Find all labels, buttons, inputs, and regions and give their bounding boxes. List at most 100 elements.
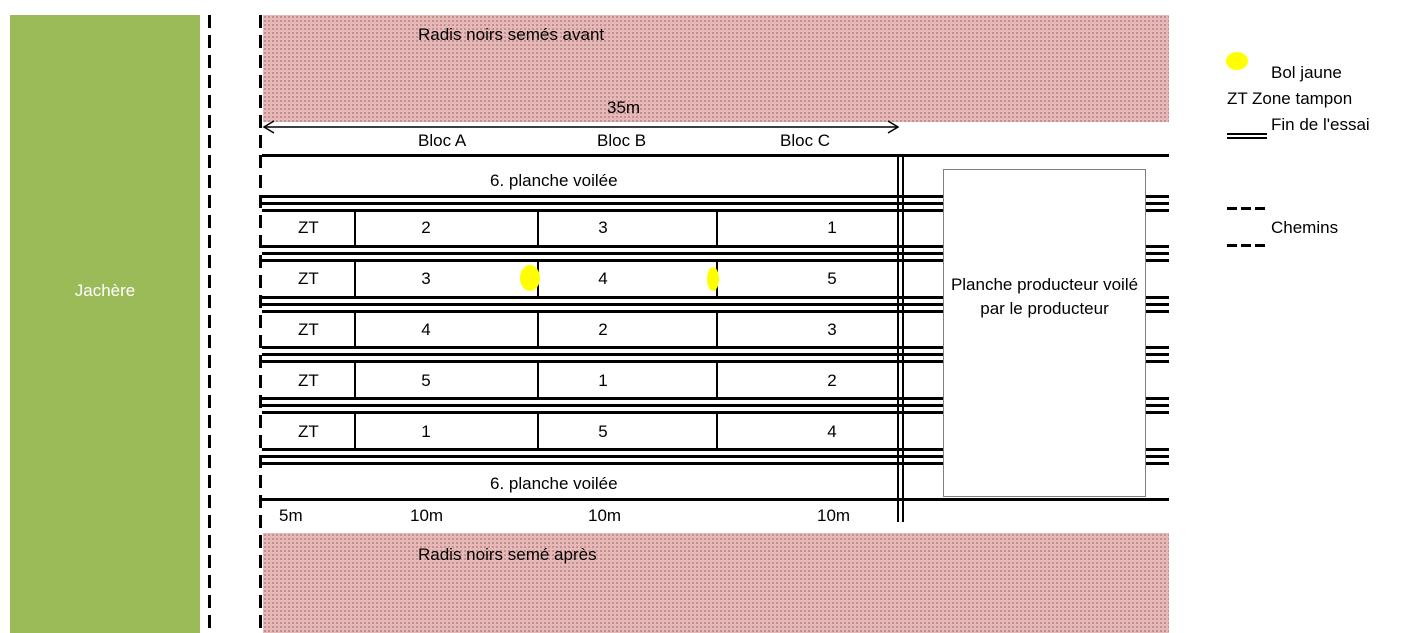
board-line-right — [903, 154, 1169, 157]
plot-treatment: 1 — [827, 218, 837, 237]
board-line — [262, 360, 902, 363]
cell-separator — [537, 360, 539, 397]
cell-separator — [354, 310, 356, 346]
board-line — [262, 404, 902, 407]
board-line — [262, 310, 902, 313]
board-line — [262, 397, 902, 400]
board-line-right — [1146, 245, 1169, 248]
board-line — [262, 209, 902, 212]
block-a-label: Bloc A — [418, 131, 467, 150]
plot-treatment: 2 — [827, 371, 837, 390]
cell-separator — [716, 209, 718, 245]
legend-zt-abbrev: ZT — [1227, 89, 1248, 108]
cell-separator — [537, 310, 539, 346]
plot-treatment: 2 — [421, 218, 431, 237]
legend-paths-swatch — [1227, 207, 1267, 210]
board-line-right — [1146, 252, 1169, 255]
board-line — [262, 259, 902, 262]
board-line-right — [1146, 303, 1169, 306]
cell-separator — [354, 360, 356, 397]
board-line-right — [1146, 209, 1169, 212]
board-line-right — [903, 346, 943, 349]
plot-treatment: 5 — [827, 269, 837, 288]
zt-label: ZT — [298, 218, 319, 237]
cell-separator — [716, 310, 718, 346]
board-line — [262, 245, 902, 248]
cell-separator — [537, 209, 539, 245]
board-line — [262, 296, 902, 299]
board-line-right — [1146, 360, 1169, 363]
covered-board-bottom-label: 6. planche voilée — [490, 474, 618, 493]
board-line-right — [1146, 346, 1169, 349]
board-line — [262, 462, 902, 465]
zt-label: ZT — [298, 422, 319, 441]
plot-treatment: 1 — [421, 422, 431, 441]
board-line-right — [1146, 259, 1169, 262]
cell-separator — [537, 411, 539, 448]
board-line-right — [1146, 397, 1169, 400]
radish-after-area — [263, 533, 1169, 633]
length-arrow — [262, 120, 900, 134]
board-line-right — [1146, 296, 1169, 299]
cell-separator — [354, 259, 356, 296]
cell-separator — [716, 360, 718, 397]
board-line-right — [903, 411, 943, 414]
path-line-right — [259, 15, 262, 633]
board-line — [262, 498, 902, 501]
board-line-right — [903, 245, 943, 248]
fallow-label: Jachère — [74, 281, 136, 300]
board-line-right — [903, 353, 943, 356]
cell-separator — [716, 411, 718, 448]
plot-treatment: 3 — [421, 269, 431, 288]
zt-label: ZT — [298, 320, 319, 339]
buffer-width-label: 5m — [279, 506, 303, 525]
board-line — [262, 411, 902, 414]
board-line-right — [903, 259, 943, 262]
block-b-width-label: 10m — [588, 506, 622, 525]
plot-treatment: 5 — [421, 371, 431, 390]
board-line — [262, 195, 902, 198]
board-line-right — [1146, 195, 1169, 198]
board-line-right — [903, 404, 943, 407]
plot-treatment: 4 — [421, 320, 431, 339]
board-line — [262, 252, 902, 255]
legend-bowl-label: Bol jaune — [1271, 63, 1342, 82]
board-line-right — [903, 202, 943, 205]
board-line-right — [903, 252, 943, 255]
plot-treatment: 4 — [598, 269, 608, 288]
board-line-right — [903, 310, 943, 313]
board-line-right — [903, 397, 943, 400]
legend-end-of-trial-label: Fin de l'essai — [1271, 115, 1370, 134]
plot-treatment: 3 — [598, 218, 608, 237]
zt-label: ZT — [298, 371, 319, 390]
board-line-right — [1146, 462, 1169, 465]
total-length-label: 35m — [607, 98, 641, 117]
board-line-right — [1146, 411, 1169, 414]
covered-board-top-label: 6. planche voilée — [490, 171, 618, 190]
board-line — [262, 455, 902, 458]
plot-treatment: 2 — [598, 320, 608, 339]
radish-before-area — [263, 15, 1169, 122]
producer-board-label: Planche producteur voilé par le producte… — [950, 275, 1139, 318]
board-line-right — [1146, 448, 1169, 451]
board-line-right — [903, 462, 943, 465]
block-c-width-label: 10m — [817, 506, 851, 525]
radish-before-label: Radis noirs semés avant — [418, 25, 605, 44]
plot-treatment: 5 — [598, 422, 608, 441]
block-a-width-label: 10m — [410, 506, 444, 525]
board-line — [262, 448, 902, 451]
legend-zt-label: Zone tampon — [1252, 89, 1353, 108]
board-line — [262, 202, 902, 205]
board-line-right — [903, 448, 943, 451]
plot-treatment: 1 — [598, 371, 608, 390]
cell-separator — [354, 209, 356, 245]
end-of-trial-line — [902, 154, 904, 522]
radish-after-label: Radis noirs semé après — [418, 545, 597, 564]
producer-board: Planche producteur voilé par le producte… — [943, 169, 1146, 497]
end-of-trial-line — [897, 154, 899, 522]
board-line-right — [1146, 455, 1169, 458]
cell-separator — [354, 411, 356, 448]
yellow-bowl-marker — [707, 267, 719, 291]
plot-treatment: 3 — [827, 320, 837, 339]
board-line-right — [1146, 202, 1169, 205]
